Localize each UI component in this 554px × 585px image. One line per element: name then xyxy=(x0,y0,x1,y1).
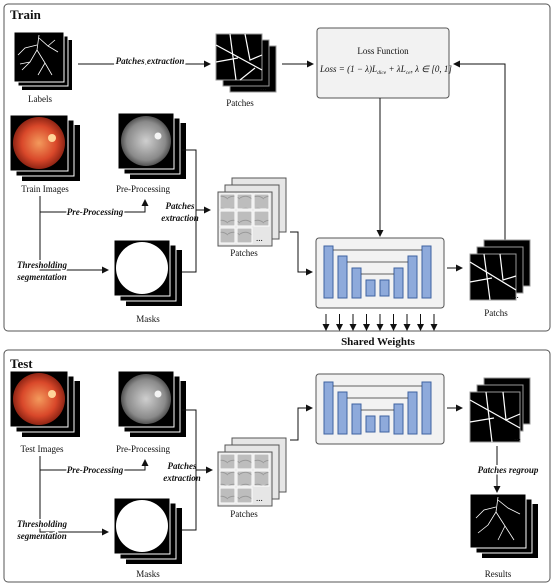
unet-layer-bar xyxy=(351,267,362,299)
arrow-train-patches-to-unet xyxy=(290,231,313,276)
test-masks-stack: Masks xyxy=(113,497,182,579)
unet-layer-bar xyxy=(337,255,348,299)
test-patches-extraction-1: Patches xyxy=(168,461,197,471)
train-preprocessed-stack: Pre-Processing xyxy=(116,112,186,194)
unet-layer-bar xyxy=(421,381,432,435)
unet-layer-bar xyxy=(351,403,362,435)
unet-layer-bar xyxy=(365,279,376,297)
train-title: Train xyxy=(10,7,42,22)
train-preprocessing-arrow-label: Pre-Processing xyxy=(67,207,124,217)
train-masks-stack: Masks xyxy=(113,239,182,324)
test-output-patches-stack: ... xyxy=(469,377,531,443)
unet-layer-bar xyxy=(393,267,404,299)
arrow-test-patches-to-unet xyxy=(290,404,313,441)
train-gray-patches-stack: ... Patches xyxy=(217,177,287,258)
test-thresholding-2: segmentation xyxy=(16,531,67,541)
unet-layer-bar xyxy=(337,391,348,435)
loss-formula-end: , λ ∈ [0, 1] xyxy=(411,64,453,74)
test-images-stack: Test Images xyxy=(9,370,80,454)
ellipsis-top: ... xyxy=(260,82,267,92)
results-caption: Results xyxy=(485,569,512,579)
patches-top-caption: Patches xyxy=(226,98,254,108)
test-preprocessed-stack: Pre-Processing xyxy=(116,370,186,454)
unet-layer-bar xyxy=(379,279,390,297)
ellipsis-patchs: ... xyxy=(512,290,519,300)
loss-sub-ce: ce xyxy=(406,70,411,76)
patches-regroup-label: Patches regroup xyxy=(478,465,539,475)
test-preprocessing-arrow-label: Pre-Processing xyxy=(67,465,124,475)
ellipsis-test-gray: ... xyxy=(256,493,263,503)
arrow-test-thresholding xyxy=(39,470,109,536)
arrow-test-preprocessing xyxy=(39,456,149,471)
train-preprocessing-caption: Pre-Processing xyxy=(116,184,170,194)
labels-stack: Labels xyxy=(13,31,72,104)
test-panel: Test Test Images Pre-Processing Pre-Proc… xyxy=(3,349,551,583)
shared-weights-label: Shared Weights xyxy=(341,336,416,348)
train-unet xyxy=(315,237,445,309)
train-panel: Train Labels Patches extraction xyxy=(3,3,551,332)
test-masks-caption: Masks xyxy=(136,569,160,579)
shared-weights-arrows-down xyxy=(322,314,438,331)
loss-title: Loss Function xyxy=(357,46,409,56)
patches-extraction-top-label: Patches extraction xyxy=(116,56,185,66)
loss-formula-mid: + λL xyxy=(386,64,405,74)
train-patches-extraction-2: extraction xyxy=(161,213,199,223)
train-bracket xyxy=(182,149,197,273)
unet-layer-bar xyxy=(323,245,334,299)
ellipsis-test-output: ... xyxy=(514,432,521,442)
test-patches-extraction-2: extraction xyxy=(163,473,201,483)
test-preprocessing-caption: Pre-Processing xyxy=(116,444,170,454)
test-title: Test xyxy=(10,356,33,371)
loss-formula: Loss = (1 − λ)Ldice + λLce, λ ∈ [0, 1] xyxy=(319,64,452,76)
train-thresholding-1: Thresholding xyxy=(17,260,68,270)
unet-layer-bar xyxy=(379,415,390,433)
loss-sub-dice: dice xyxy=(377,70,387,76)
loss-formula-main: Loss = (1 − λ)L xyxy=(319,64,377,74)
labels-caption: Labels xyxy=(28,94,52,104)
test-thresholding-1: Thresholding xyxy=(17,519,68,529)
unet-layer-bar xyxy=(407,391,418,435)
train-thresholding-2: segmentation xyxy=(16,272,67,282)
train-patchs-output-stack: ... Patchs xyxy=(469,239,531,318)
unet-layer-bar xyxy=(421,245,432,299)
train-patches-extraction-1: Patches xyxy=(166,201,195,211)
arrow-train-thresholding xyxy=(39,212,109,274)
unet-layer-bar xyxy=(365,415,376,433)
train-masks-caption: Masks xyxy=(136,314,160,324)
test-patches-caption: Patches xyxy=(230,509,258,519)
test-gray-patches-stack: ... Patches xyxy=(217,437,287,519)
top-patches-stack: ... Patches xyxy=(215,33,277,108)
results-stack: Results xyxy=(469,493,538,579)
train-images-stack: Train Images xyxy=(9,114,80,194)
unet-layer-bar xyxy=(407,255,418,299)
ellipsis-train-gray: ... xyxy=(256,233,263,243)
unet-layer-bar xyxy=(323,381,334,435)
train-patchs-caption: Patchs xyxy=(484,308,508,318)
unet-layer-bar xyxy=(393,403,404,435)
arrow-patchs-to-loss xyxy=(453,60,506,244)
test-images-caption: Test Images xyxy=(20,444,64,454)
arrow-train-preprocessing xyxy=(39,196,149,213)
train-patches-mid-caption: Patches xyxy=(230,248,258,258)
loss-function-box: Loss Function Loss = (1 − λ)Ldice + λLce… xyxy=(316,27,452,99)
train-images-caption: Train Images xyxy=(21,184,69,194)
test-unet xyxy=(315,373,445,445)
